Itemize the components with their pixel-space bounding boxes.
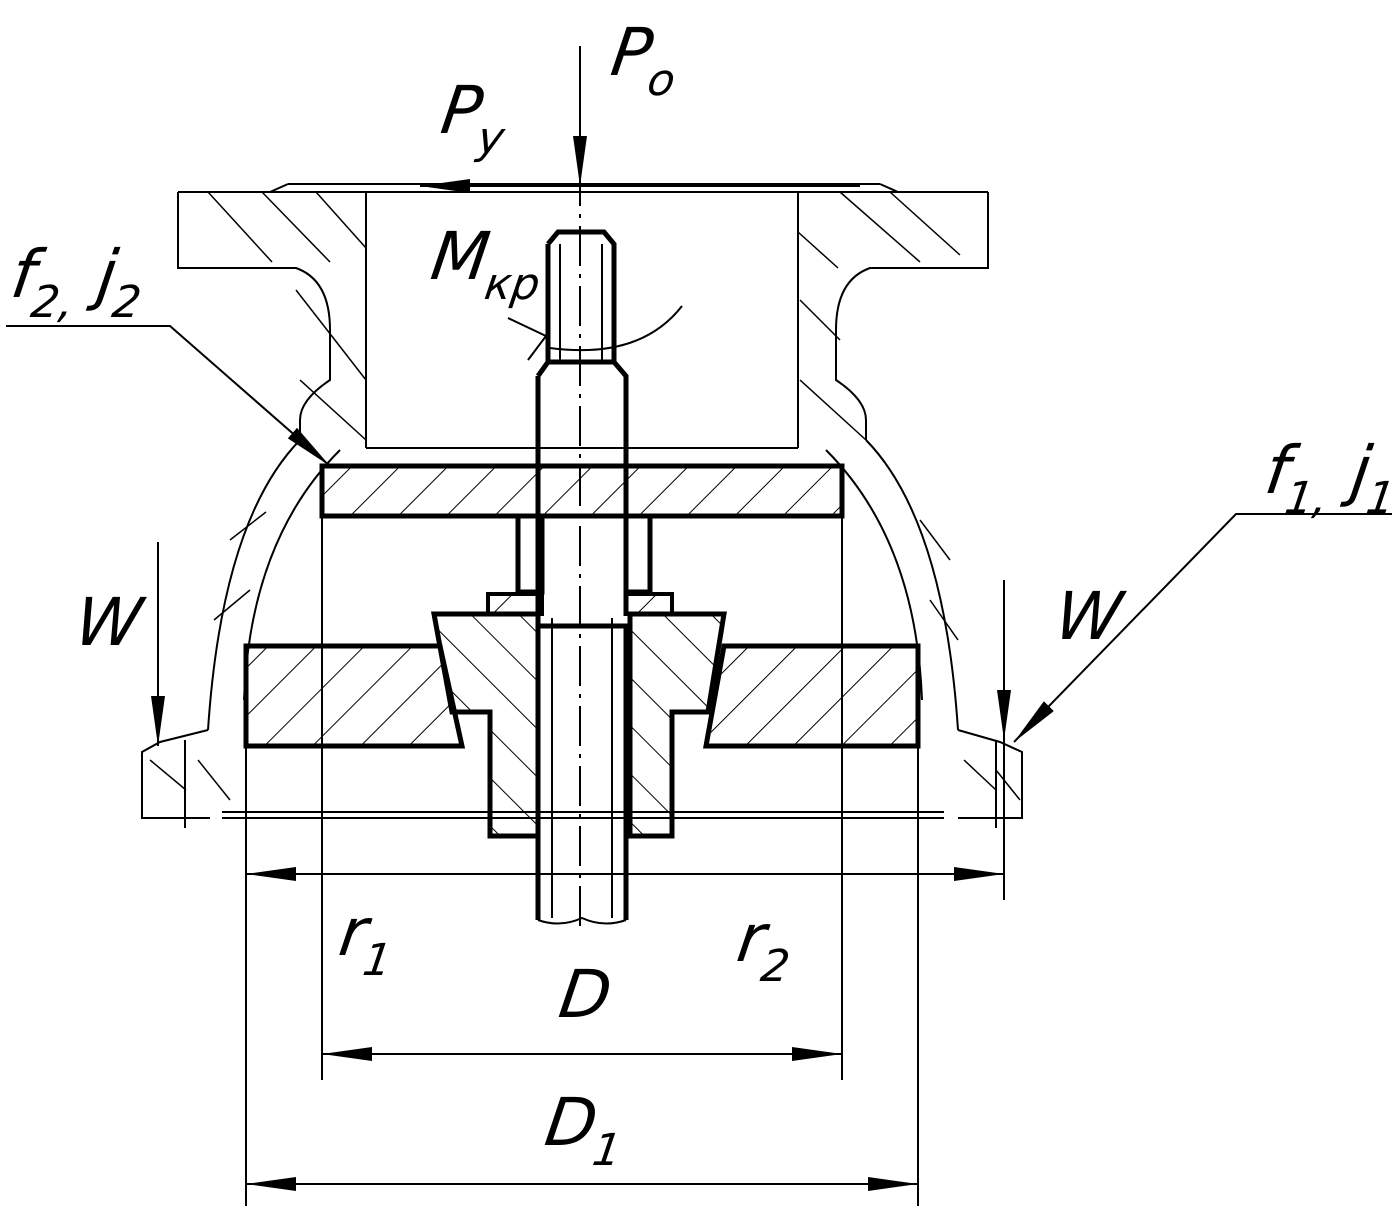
label-w-right-text: W: [1050, 578, 1127, 655]
label-w-left-text: W: [70, 584, 147, 661]
label-d-main: D: [554, 956, 617, 1033]
housing-hatch: [149, 191, 1021, 801]
upper-plate: [319, 463, 845, 519]
label-f2j2-fsub: 2,: [27, 277, 77, 328]
label-r2: r2: [733, 900, 797, 992]
label-d: D: [555, 956, 617, 1033]
label-f1j1-fsub: 1,: [1281, 473, 1331, 524]
label-w-left: W: [71, 584, 147, 661]
label-py: Py: [437, 72, 512, 164]
label-po: Po: [607, 14, 683, 106]
label-w-right: W: [1051, 578, 1127, 655]
leader-f2j2: [6, 325, 331, 467]
dimension-lines: [245, 516, 1005, 1206]
label-d1: D1: [541, 1084, 629, 1176]
workpiece: [243, 643, 921, 749]
washer: [486, 592, 674, 616]
shaft: [535, 229, 629, 925]
label-mkp-sub: кр: [481, 259, 544, 310]
leader-f1j1: [1013, 513, 1392, 743]
housing: [141, 183, 1023, 828]
label-r1: r1: [335, 894, 399, 986]
label-mkp: Mкр: [427, 218, 548, 310]
label-f1j1: f1, j1: [1261, 432, 1397, 524]
torque-arc: [549, 305, 683, 352]
label-f2j2: f2, j2: [7, 236, 149, 328]
